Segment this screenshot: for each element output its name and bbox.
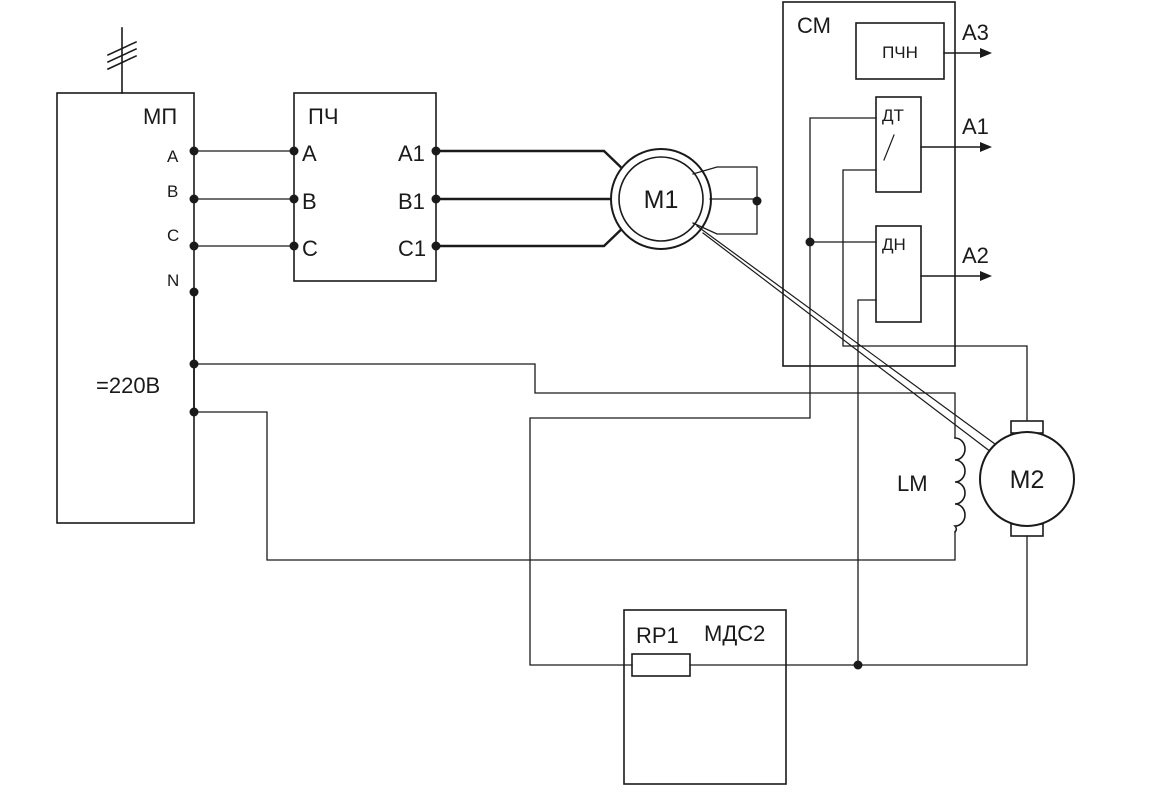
mds2-label: МДС2 (704, 621, 765, 646)
resistor-icon (631, 653, 691, 677)
output-a1-label: A1 (962, 114, 989, 139)
motor-m1-label: M1 (644, 186, 679, 214)
pch-label: ПЧ (308, 104, 338, 129)
arrow-right-icon (980, 142, 992, 152)
mds2-block: МДС2 RP1 (623, 609, 787, 785)
motor-m2: M2 (979, 420, 1075, 537)
mp-label: МП (143, 104, 177, 129)
pch-input-b-label: B (302, 189, 317, 214)
pchn-label: ПЧН (882, 43, 918, 62)
m2-return-wire (689, 535, 1028, 666)
mp-terminal-a-label: A (167, 147, 179, 166)
mp-dc-label: =220B (96, 373, 160, 398)
phase-wires (189, 146, 299, 297)
arrow-right-icon (980, 271, 992, 281)
field-winding-label: LM (897, 471, 928, 496)
sm-label: СМ (797, 13, 831, 38)
sensor-wiring (529, 117, 1028, 666)
motor-m1: M1 (610, 148, 712, 250)
field-winding-lm: LM (897, 437, 966, 534)
pch-input-c-label: C (302, 236, 318, 261)
motor1-feed-wires (431, 146, 630, 251)
pch-output-c1-label: C1 (398, 236, 426, 261)
mp-block: МП A B C N =220B (56, 27, 195, 524)
dn-label: ДН (882, 235, 906, 254)
output-a2-label: A2 (962, 243, 989, 268)
mp-terminal-b-label: B (167, 182, 178, 201)
pch-block: ПЧ A B C A1 B1 C1 (293, 92, 437, 282)
supply-phase-hatch-icon (106, 40, 138, 71)
shaft-coupling (696, 225, 996, 453)
output-a2: A2 (920, 243, 992, 281)
sm-block: СМ ПЧН ДТ ДН (782, 1, 956, 367)
arrow-right-icon (980, 48, 992, 58)
motor-m2-label: M2 (1010, 466, 1045, 494)
dt-label: ДТ (882, 106, 904, 125)
dc-supply-wiring (193, 363, 956, 561)
output-a1: A1 (920, 114, 992, 152)
mp-terminal-n-label: N (167, 271, 179, 290)
coil-icon (953, 437, 966, 534)
pch-output-a1-label: A1 (398, 141, 425, 166)
pch-input-a-label: A (302, 141, 317, 166)
pch-output-b1-label: B1 (398, 189, 425, 214)
mp-terminal-c-label: C (167, 226, 179, 245)
output-a3-label: A3 (962, 20, 989, 45)
resistor-rp1-label: RP1 (636, 623, 679, 648)
motor1-loop (692, 166, 762, 235)
output-a3: A3 (943, 20, 992, 58)
